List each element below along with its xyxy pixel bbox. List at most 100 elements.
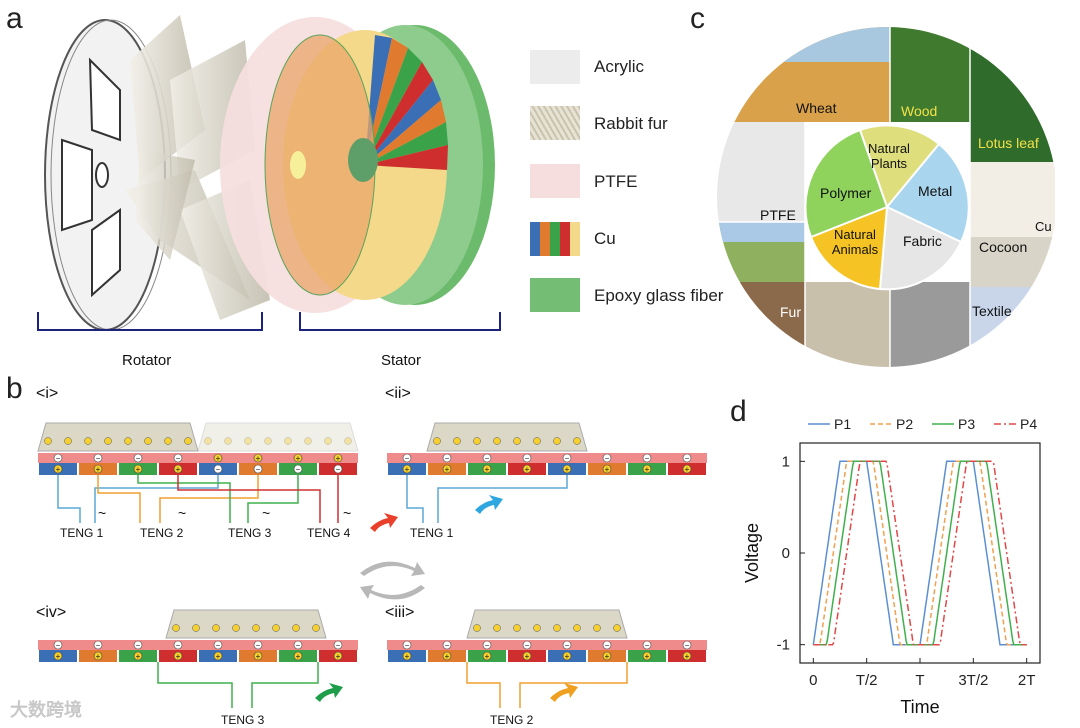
wood-photo [890, 27, 970, 122]
strip-iv: −+−+−+−+−+−+−+−+ [38, 609, 358, 662]
charge-sign: + [485, 465, 490, 474]
positive-charge [602, 651, 612, 661]
charge-sign: + [216, 652, 221, 661]
charge-sign: − [56, 454, 61, 463]
outer-label-textile: Textile [972, 303, 1012, 319]
charge-sign: + [56, 652, 61, 661]
current-arrow [475, 495, 503, 514]
panel-d-letter: d [730, 395, 747, 428]
positive-charge [253, 453, 263, 463]
pie-label-polymer: Polymer [820, 185, 872, 201]
negative-charge [293, 464, 303, 474]
negative-charge [602, 640, 612, 650]
fur-charge [184, 437, 192, 445]
legend-label-epoxy: Epoxy glass fiber [594, 286, 724, 305]
legend-swatch-rabbit-fur [530, 106, 580, 140]
charge-sign: + [685, 652, 690, 661]
negative-charge [522, 453, 532, 463]
charge-sign: − [685, 454, 690, 463]
fur-charge [304, 437, 312, 445]
positive-charge [442, 651, 452, 661]
positive-charge [642, 464, 652, 474]
fur-charge [284, 437, 292, 445]
negative-charge [442, 453, 452, 463]
legend-swatch-ptfe [530, 164, 580, 198]
negative-charge [682, 640, 692, 650]
negative-charge [333, 640, 343, 650]
negative-charge [213, 464, 223, 474]
ptfe-layer [38, 640, 358, 650]
negative-charge [682, 453, 692, 463]
charge-sign: − [256, 465, 261, 474]
strip-i: −+−+−+−++−+−+−+− [37, 422, 359, 475]
charge-sign: + [176, 652, 181, 661]
pie-label-natural-plants: Natural Plants [868, 141, 910, 171]
ptfe-layer [387, 453, 707, 463]
series-line-p3 [813, 460, 1027, 646]
fur-charge [144, 437, 152, 445]
charge-sign: + [136, 652, 141, 661]
charge-sign: + [405, 652, 410, 661]
series-line-p2 [813, 460, 1027, 646]
wire-teng-3-iv [157, 662, 319, 708]
fur-charge [513, 624, 521, 632]
charge-sign: − [296, 641, 301, 650]
fur-charge [84, 437, 92, 445]
negative-charge [602, 453, 612, 463]
charge-sign: − [565, 454, 570, 463]
positive-charge [402, 651, 412, 661]
fur-charge [272, 624, 280, 632]
negative-charge [333, 464, 343, 474]
state-i-label: <i> [36, 385, 59, 402]
state-iii-label: <iii> [385, 604, 415, 621]
teng-2-label-iii: TENG 2 [490, 713, 534, 727]
fur-charge [573, 437, 581, 445]
teng-2-label-i: TENG 2 [140, 526, 184, 540]
x-tick-label: T/2 [856, 672, 878, 689]
fur-charge [613, 624, 621, 632]
charge-sign: + [336, 652, 341, 661]
negative-charge [53, 453, 63, 463]
positive-charge [53, 651, 63, 661]
teng-1-label-i: TENG 1 [60, 526, 104, 540]
fur-charge [212, 624, 220, 632]
ptfe-layer [38, 453, 358, 463]
legend-label-p3: P3 [958, 416, 975, 432]
outer-label-wood: Wood [901, 103, 938, 119]
strip-iii: −+−+−+−+−+−+−+−+ [387, 609, 707, 662]
negative-charge [293, 640, 303, 650]
teng-3-label-iv: TENG 3 [221, 713, 265, 727]
charge-sign: − [405, 454, 410, 463]
charge-sign: − [336, 641, 341, 650]
panel-a-device [37, 15, 501, 331]
negative-charge [173, 453, 183, 463]
charge-sign: + [405, 465, 410, 474]
cycle-arrow-top [360, 561, 425, 576]
charge-sign: − [445, 641, 450, 650]
positive-charge [562, 464, 572, 474]
teng-4-label-i: TENG 4 [307, 526, 351, 540]
inner-pie [804, 124, 970, 291]
charge-sign: − [485, 641, 490, 650]
charge-sign: + [605, 465, 610, 474]
positive-charge [213, 651, 223, 661]
negative-charge [642, 453, 652, 463]
charge-sign: + [445, 652, 450, 661]
charge-sign: + [96, 465, 101, 474]
pie-label-natural-animals: Natural Animals [831, 227, 879, 257]
charge-sign: − [176, 454, 181, 463]
spools-photo [890, 282, 970, 367]
charge-sign: − [605, 641, 610, 650]
positive-charge [442, 464, 452, 474]
outer-label-cu: Cu [1035, 219, 1052, 234]
charge-sign: − [336, 465, 341, 474]
fur-charge [513, 437, 521, 445]
ac-symbol-4: ~ [343, 505, 352, 521]
rabbit-fur [37, 422, 199, 452]
negative-charge [402, 453, 412, 463]
outer-label-ptfe: PTFE [760, 207, 796, 223]
fur-charge [344, 437, 352, 445]
negative-charge [93, 640, 103, 650]
legend-swatch-epoxy [530, 278, 580, 312]
textile-photo [970, 287, 1055, 367]
